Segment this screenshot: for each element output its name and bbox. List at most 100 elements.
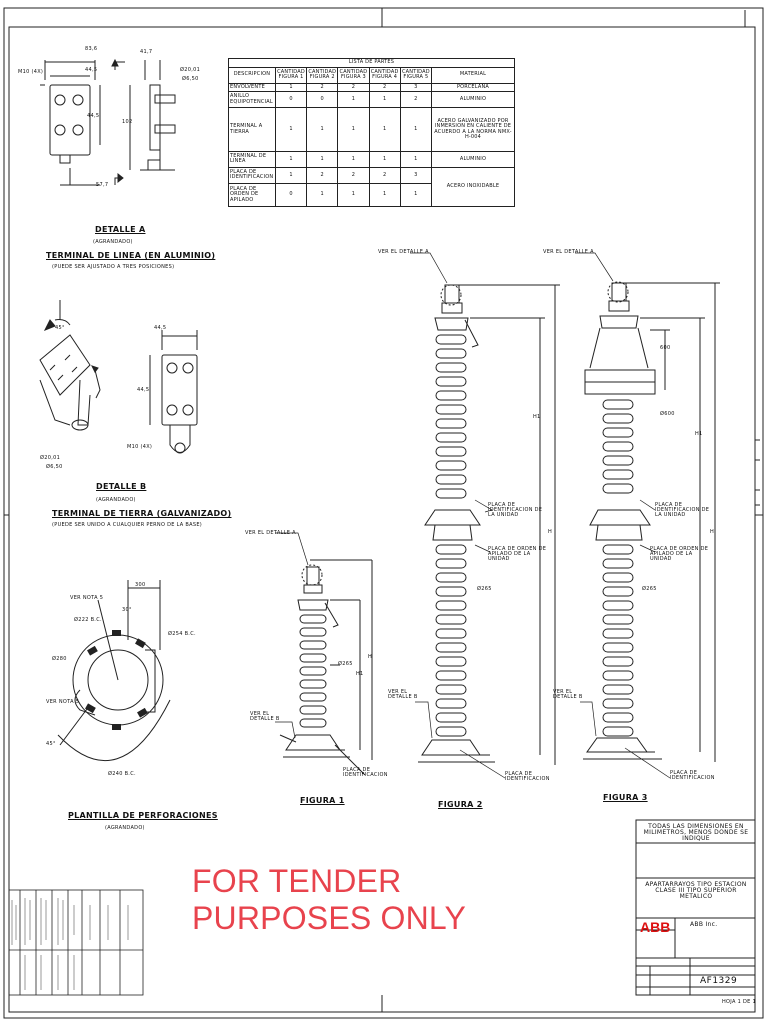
detail-b-title: DETALLE B <box>96 482 147 491</box>
dim-label: Ø6,50 <box>182 76 199 82</box>
qty: 1 <box>274 107 308 152</box>
drill-label: 300 <box>135 582 146 588</box>
material: ACERO GALVANIZADO POR INMERSION EN CALIE… <box>431 107 515 152</box>
figure-1-label: FIGURA 1 <box>300 796 345 805</box>
parts-table-title: LISTA DE PARTES <box>228 58 515 68</box>
dim-label: Ø20,01 <box>40 455 61 461</box>
detail-a-name: TERMINAL DE LINEA (EN ALUMINIO) <box>46 251 216 260</box>
qty: 1 <box>306 182 339 208</box>
qty: 1 <box>337 91 370 108</box>
dim-label: 44,5 <box>137 387 150 393</box>
table-row: PLACA DE IDENTIFICACION 1 2 2 2 3 ACERO … <box>228 166 515 208</box>
dim-label: 44,5 <box>85 67 98 73</box>
qty: 1 <box>368 182 401 208</box>
table-row: ANILLO EQUIPOTENCIAL 0 0 1 1 2 ALUMINIO <box>228 91 515 108</box>
dim-label: 83,6 <box>85 46 98 52</box>
detail-a-title: DETALLE A <box>95 225 146 234</box>
row-desc: TERMINAL A TIERRA <box>228 107 276 152</box>
col-header: CANTIDAD FIGURA 5 <box>399 66 433 84</box>
row-desc: PLACA DE IDENTIFICACION <box>228 166 276 184</box>
qty: 0 <box>274 91 308 108</box>
material: PORCELANA <box>431 82 515 93</box>
callout: PLACA DE ORDEN DE APILADO DE LA UNIDAD <box>650 546 709 562</box>
qty: 1 <box>399 182 433 208</box>
callout: 600 <box>660 345 671 351</box>
drill-label: VER NOTA 5 <box>70 595 104 601</box>
callout: VER EL DETALLE B <box>388 689 418 700</box>
drill-label: 30° <box>122 607 132 613</box>
parts-table: LISTA DE PARTES DESCRIPCION CANTIDAD FIG… <box>228 58 515 208</box>
material: ALUMINIO <box>431 151 515 168</box>
material: ACERO INOXIDABLE <box>431 166 515 208</box>
callout: PLACA DE IDENTIFICACION <box>343 767 388 778</box>
col-header: MATERIAL <box>431 66 515 84</box>
drawing-number: AF1329 <box>700 976 738 986</box>
col-header: CANTIDAD FIGURA 3 <box>337 66 370 84</box>
col-header: CANTIDAD FIGURA 1 <box>274 66 308 84</box>
table-row: TERMINAL A TIERRA 1 1 1 1 1 ACERO GALVAN… <box>228 107 515 152</box>
callout: VER EL DETALLE A <box>378 249 429 255</box>
dim-label: 44,5 <box>87 113 100 119</box>
qty: 3 <box>399 166 433 184</box>
callout: H <box>368 654 373 660</box>
qty: 1 <box>337 182 370 208</box>
qty: 2 <box>337 166 370 184</box>
qty: 1 <box>368 107 401 152</box>
dim-label: Ø20,01 <box>180 67 201 73</box>
col-header: CANTIDAD FIGURA 2 <box>306 66 339 84</box>
callout: PLACA DE IDENTIFICACION <box>505 771 550 782</box>
callout: Ø265 <box>338 661 353 667</box>
drill-label: Ø280 <box>52 656 67 662</box>
table-row: TERMINAL DE LINEA 1 1 1 1 1 ALUMINIO <box>228 151 515 168</box>
callout: VER EL DETALLE A <box>245 530 296 536</box>
col-header: DESCRIPCION <box>228 66 276 84</box>
qty: 1 <box>306 151 339 168</box>
drill-label: VER NOTA 5 <box>46 699 80 705</box>
dim-label: M10 (4X) <box>127 444 153 450</box>
detail-a-sub: (AGRANDADO) <box>93 239 133 245</box>
qty: 2 <box>368 166 401 184</box>
dim-label: 44,5 <box>154 325 167 331</box>
qty: 2 <box>337 82 370 93</box>
company-name: ABB Inc. <box>690 921 718 928</box>
dim-label: 45° <box>55 325 65 331</box>
drill-label: Ø254 B.C. <box>168 631 196 637</box>
qty: 1 <box>274 166 308 184</box>
col-header: CANTIDAD FIGURA 4 <box>368 66 401 84</box>
dim-label: 57,7 <box>96 182 109 188</box>
units-note: TODAS LAS DIMENSIONES EN MILIMETROS, MEN… <box>643 823 749 842</box>
callout: PLACA DE IDENTIFICACION DE LA UNIDAD <box>488 502 543 518</box>
drilling-title: PLANTILLA DE PERFORACIONES <box>68 811 218 820</box>
qty: 1 <box>274 82 308 93</box>
qty: 2 <box>306 82 339 93</box>
callout: Ø265 <box>642 586 657 592</box>
dim-label: Ø6,50 <box>46 464 63 470</box>
detail-b-sub: (AGRANDADO) <box>96 497 136 503</box>
qty: 2 <box>368 82 401 93</box>
abb-logo: ABB <box>640 919 671 935</box>
callout: VER EL DETALLE A <box>543 249 594 255</box>
callout: VER EL DETALLE B <box>250 711 280 722</box>
row-desc: PLACA DE ORDEN DE APILADO <box>228 182 276 208</box>
qty: 1 <box>337 151 370 168</box>
callout: Ø265 <box>477 586 492 592</box>
callout: H1 <box>695 431 703 437</box>
row-desc: TERMINAL DE LINEA <box>228 151 276 168</box>
row-desc: ENVOLVENTE <box>228 82 276 93</box>
qty: 1 <box>306 107 339 152</box>
callout: H <box>710 529 715 535</box>
qty: 2 <box>306 166 339 184</box>
row-desc: ANILLO EQUIPOTENCIAL <box>228 91 276 108</box>
callout: H1 <box>533 414 541 420</box>
callout: PLACA DE IDENTIFICACION <box>670 770 715 781</box>
product-title: APARTARRAYOS TIPO ESTACION CLASE III TIP… <box>645 881 747 900</box>
table-row: ENVOLVENTE 1 2 2 2 3 PORCELANA <box>228 82 515 93</box>
figure-2-label: FIGURA 2 <box>438 800 483 809</box>
drilling-sub: (AGRANDADO) <box>105 825 145 831</box>
detail-b-name: TERMINAL DE TIERRA (GALVANIZADO) <box>52 509 232 518</box>
callout: H <box>548 529 553 535</box>
qty: 1 <box>399 151 433 168</box>
qty: 3 <box>399 82 433 93</box>
